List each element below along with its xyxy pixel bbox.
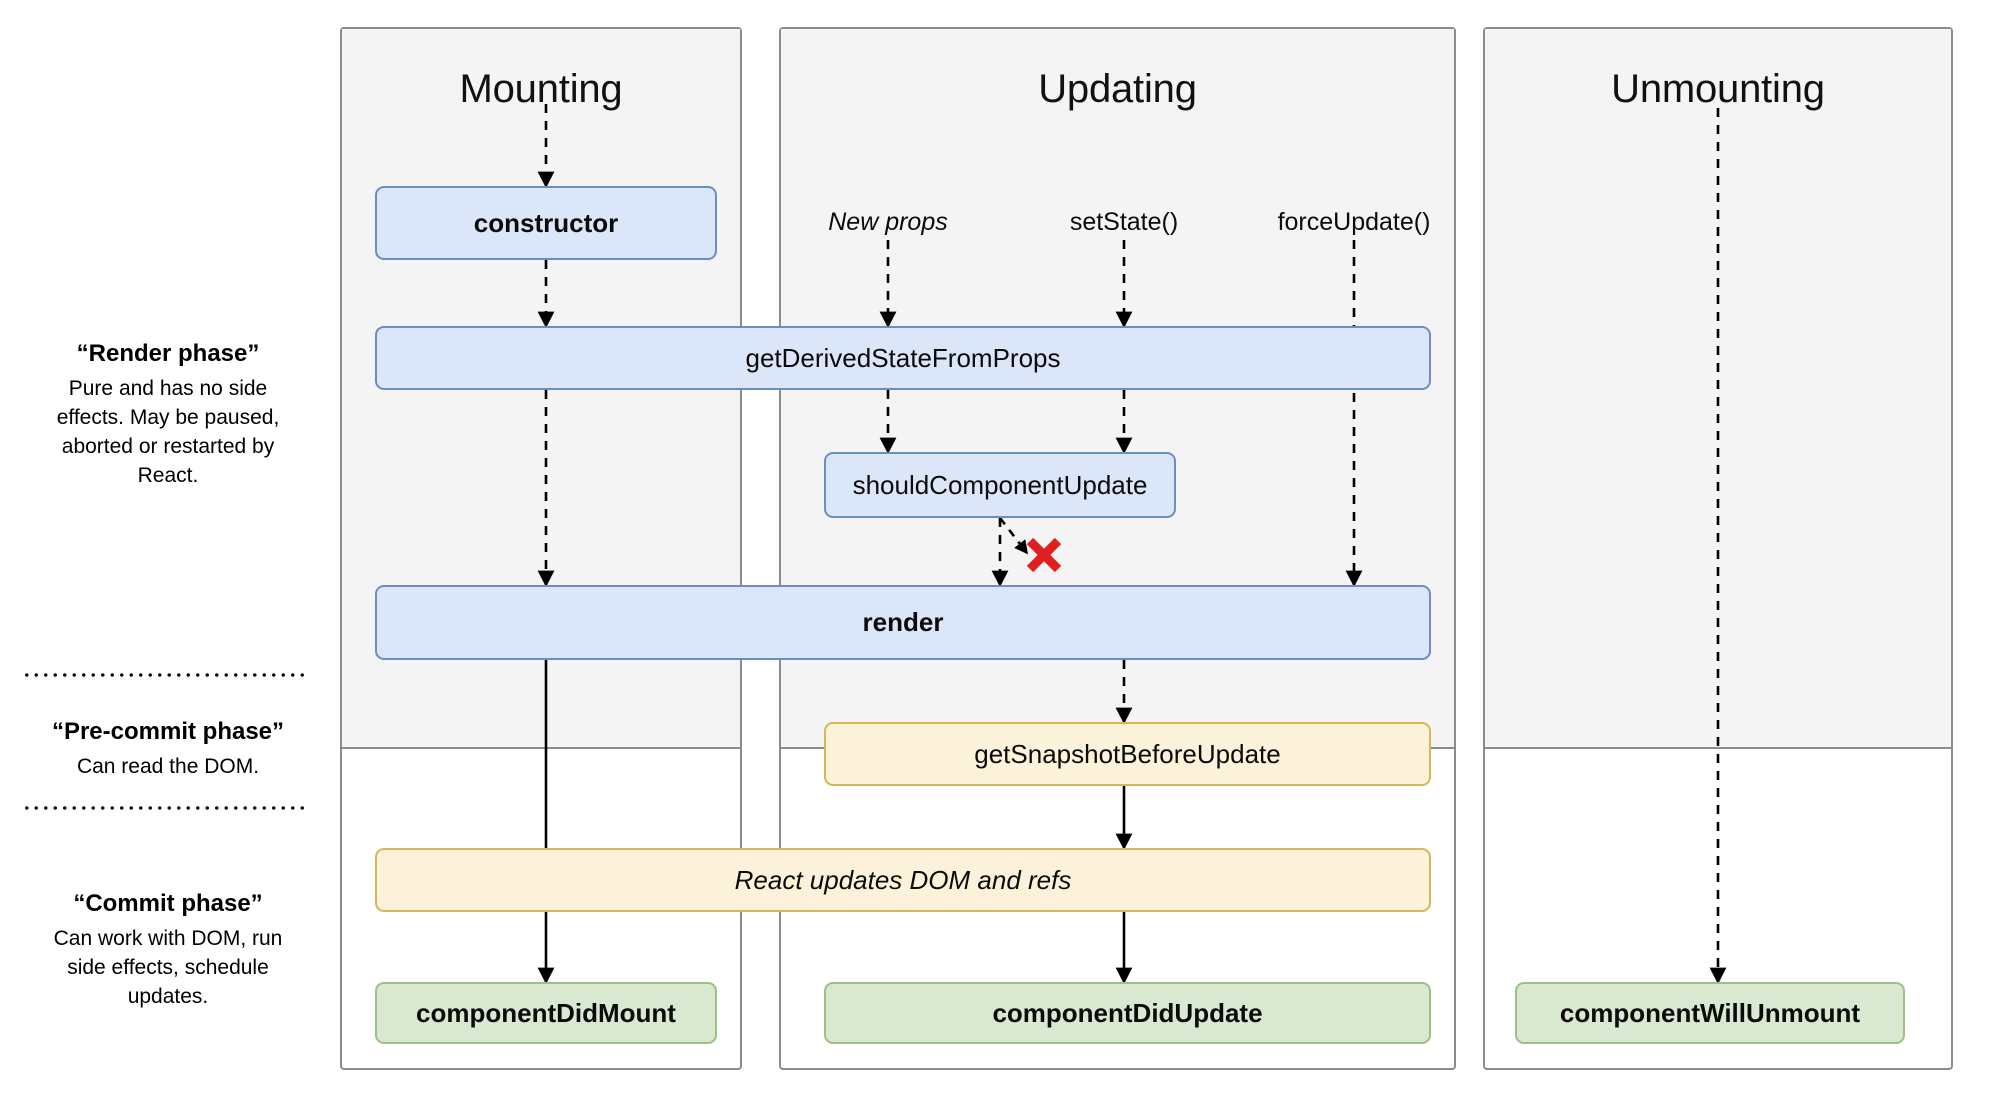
phase-note-commit: “Commit phase” Can work with DOM, run si…: [18, 890, 318, 1012]
box-get-snapshot-before-update[interactable]: getSnapshotBeforeUpdate: [824, 722, 1431, 786]
skip-render-x-icon: [1026, 537, 1062, 573]
column-title-mounting: Mounting: [459, 67, 623, 111]
trigger-label-set-state: setState(): [1069, 208, 1179, 236]
box-get-derived-state-from-props[interactable]: getDerivedStateFromProps: [375, 326, 1431, 390]
column-title-unmounting: Unmounting: [1611, 67, 1825, 111]
box-component-will-unmount[interactable]: componentWillUnmount: [1515, 982, 1905, 1044]
box-react-updates-dom-and-refs[interactable]: React updates DOM and refs: [375, 848, 1431, 912]
box-should-component-update[interactable]: shouldComponentUpdate: [824, 452, 1176, 518]
trigger-label-force-update: forceUpdate(): [1277, 208, 1431, 236]
phase-note-commit-title: “Commit phase”: [73, 890, 263, 917]
phase-note-pre-commit-body: Can read the DOM.: [76, 755, 260, 778]
phase-note-render-body: Pure and has no side effects. May be pau…: [56, 377, 280, 487]
phase-note-commit-body: Can work with DOM, run side effects, sch…: [53, 927, 283, 1008]
box-component-did-update[interactable]: componentDidUpdate: [824, 982, 1431, 1044]
box-render[interactable]: render: [375, 585, 1431, 660]
phase-divider-top: [22, 672, 308, 678]
box-component-did-mount[interactable]: componentDidMount: [375, 982, 717, 1044]
column-title-updating: Updating: [1038, 67, 1197, 111]
trigger-label-new-props: New props: [828, 208, 948, 236]
phase-note-render-title: “Render phase”: [76, 340, 260, 367]
phase-note-render: “Render phase” Pure and has no side effe…: [18, 340, 318, 491]
phase-divider-bottom: [22, 805, 308, 811]
box-constructor[interactable]: constructor: [375, 186, 717, 260]
phase-note-pre-commit-title: “Pre-commit phase”: [51, 718, 285, 745]
phase-note-pre-commit: “Pre-commit phase” Can read the DOM.: [18, 718, 318, 782]
